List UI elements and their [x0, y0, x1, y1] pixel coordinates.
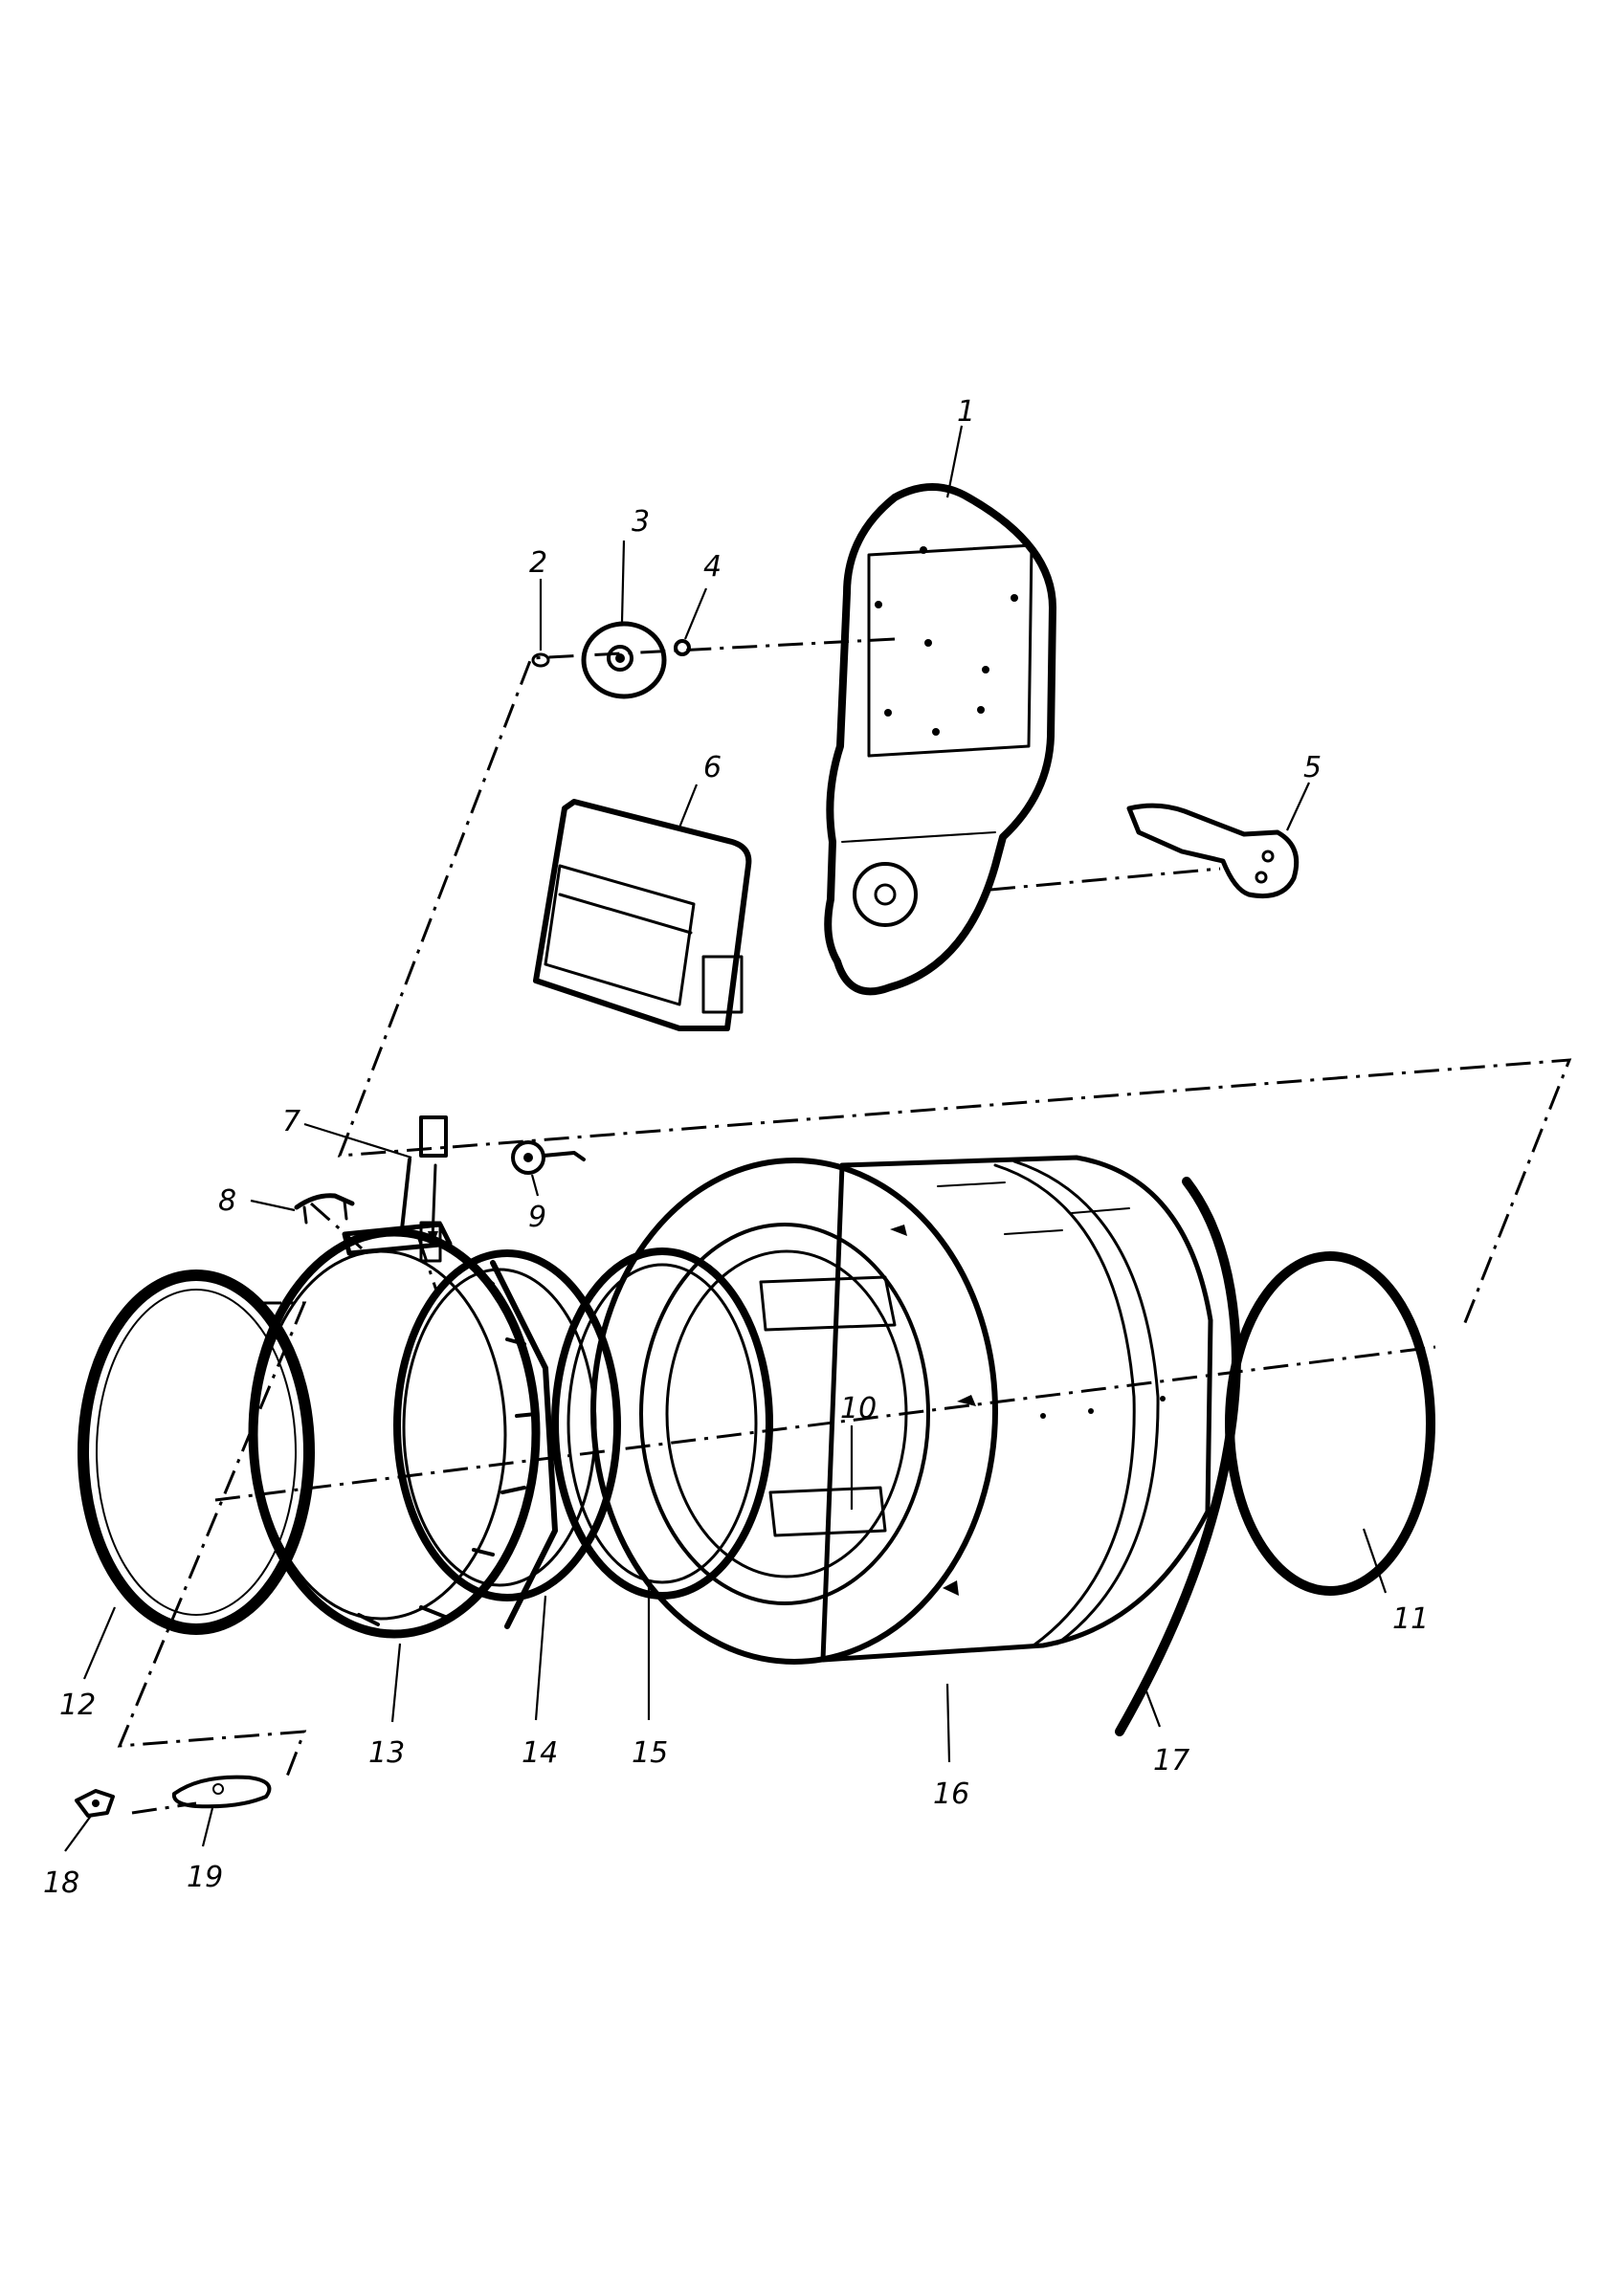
- part-ring: [393, 1249, 621, 1601]
- callout-labels: 1 2 3 4 5 6 7 8 9 10 11 12 13 14 15 16 1…: [43, 395, 1429, 1900]
- part-latch-plate: [171, 1775, 272, 1809]
- callout-4: 4: [703, 550, 722, 584]
- callout-2: 2: [529, 546, 547, 580]
- assembly-lines: [117, 637, 1572, 1815]
- callout-6: 6: [703, 751, 722, 784]
- part-thermostat: [511, 1140, 586, 1175]
- part-front-frame: [248, 1221, 558, 1639]
- callout-17: 17: [1153, 1744, 1189, 1777]
- callout-19: 19: [187, 1861, 223, 1894]
- callout-13: 13: [368, 1736, 405, 1770]
- callout-16: 16: [933, 1777, 969, 1811]
- callout-5: 5: [1303, 751, 1322, 784]
- part-front-seal: [78, 1269, 315, 1635]
- part-clip: [294, 1193, 355, 1225]
- callout-8: 8: [218, 1184, 236, 1218]
- part-belt: [1115, 1177, 1241, 1736]
- part-gasket: [551, 1247, 773, 1600]
- leader-lines: [64, 425, 1388, 1852]
- part-bracket: [1126, 803, 1300, 899]
- callout-7: 7: [282, 1105, 300, 1138]
- part-rear-seal: [1225, 1251, 1435, 1596]
- part-drum: [590, 1155, 1213, 1665]
- callout-12: 12: [59, 1689, 96, 1722]
- callout-15: 15: [632, 1736, 668, 1770]
- callout-11: 11: [1392, 1602, 1429, 1636]
- callout-9: 9: [528, 1201, 546, 1234]
- part-fastener: [75, 1789, 115, 1818]
- part-filter-housing: [533, 799, 752, 1031]
- part-rear-panel: [824, 483, 1056, 996]
- callout-3: 3: [632, 505, 650, 539]
- callout-1: 1: [957, 395, 975, 429]
- part-bearing-hardware: [531, 621, 691, 699]
- callout-10: 10: [840, 1392, 877, 1425]
- callout-18: 18: [43, 1866, 79, 1900]
- callout-14: 14: [522, 1736, 558, 1770]
